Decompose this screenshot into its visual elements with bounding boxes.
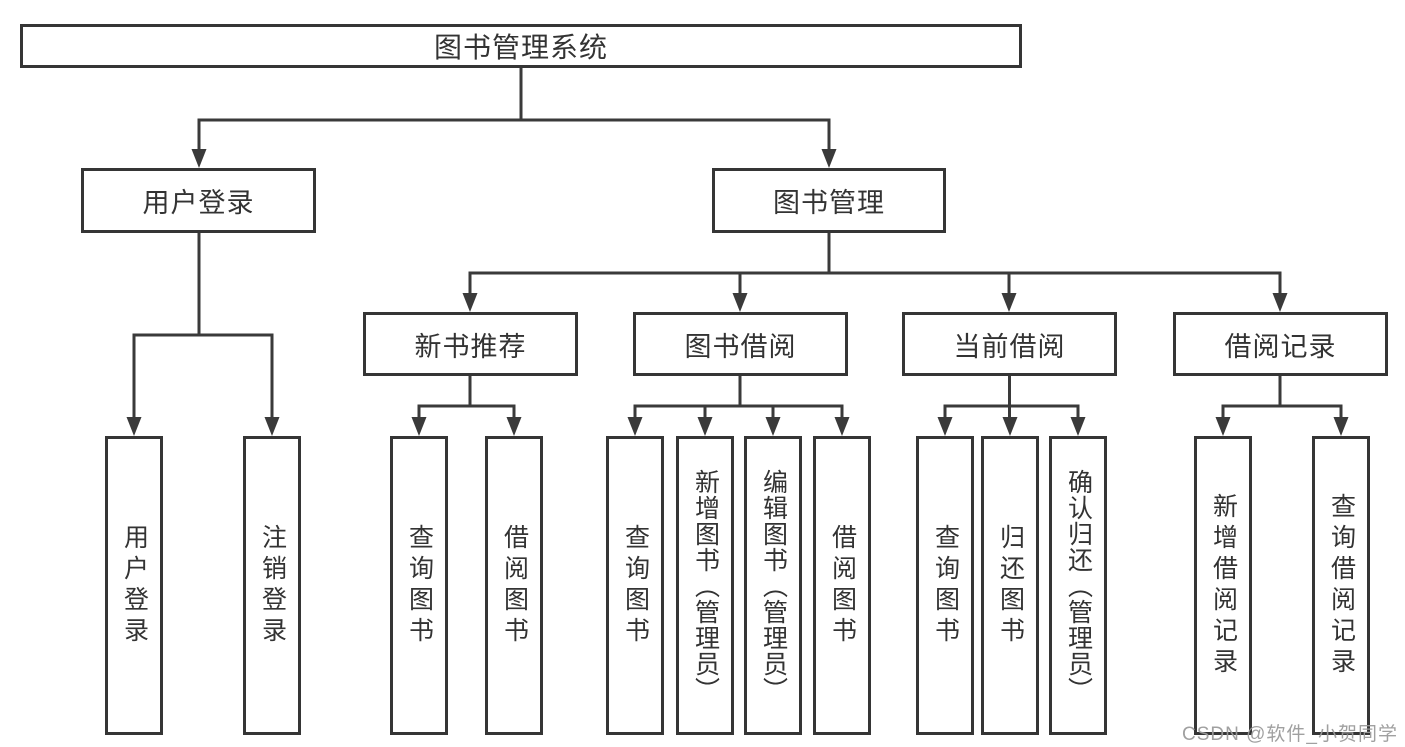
leaf-borrow-books-borrowing: 借阅图书 <box>813 436 871 735</box>
leaf-user-login-label: 用户登录 <box>120 523 149 648</box>
leaf-query-borrow-record: 查询借阅记录 <box>1312 436 1370 735</box>
node-current-borrowing-label: 当前借阅 <box>953 331 1066 362</box>
leaf-query-books-current-label: 查询图书 <box>931 523 960 648</box>
node-borrowing-records-label: 借阅记录 <box>1224 331 1337 362</box>
csdn-watermark: CSDN @软件_小贺同学 <box>1182 724 1398 745</box>
node-book-borrowing: 图书借阅 <box>633 312 848 376</box>
leaf-edit-book-admin: 编辑图书（管理员） <box>744 436 802 735</box>
leaf-query-books-recommend: 查询图书 <box>390 436 448 735</box>
arrowhead-icons <box>126 149 1349 436</box>
node-book-management-label: 图书管理 <box>773 188 885 218</box>
leaf-add-borrow-record: 新增借阅记录 <box>1194 436 1252 735</box>
leaf-query-books-current: 查询图书 <box>916 436 974 735</box>
node-library-system-label: 图书管理系统 <box>433 32 608 63</box>
leaf-query-books-recommend-label: 查询图书 <box>405 523 434 648</box>
node-current-borrowing: 当前借阅 <box>902 312 1117 376</box>
leaf-confirm-return-admin-label: 确认归还（管理员） <box>1064 468 1093 703</box>
node-new-book-recommend: 新书推荐 <box>363 312 578 376</box>
leaf-return-book: 归还图书 <box>981 436 1039 735</box>
leaf-user-login: 用户登录 <box>105 436 163 735</box>
node-new-book-recommend-label: 新书推荐 <box>414 331 527 362</box>
leaf-query-books-borrowing-label: 查询图书 <box>621 523 650 648</box>
leaf-return-book-label: 归还图书 <box>996 523 1025 648</box>
leaf-logout-label: 注销登录 <box>258 523 287 648</box>
leaf-borrow-books-recommend-label: 借阅图书 <box>500 523 529 648</box>
node-user-login-branch: 用户登录 <box>81 168 316 233</box>
node-book-borrowing-label: 图书借阅 <box>684 331 797 362</box>
tree-edges <box>132 68 1343 421</box>
leaf-add-book-admin: 新增图书（管理员） <box>676 436 734 735</box>
leaf-confirm-return-admin: 确认归还（管理员） <box>1049 436 1107 735</box>
leaf-borrow-books-recommend: 借阅图书 <box>485 436 543 735</box>
leaf-edit-book-admin-label: 编辑图书（管理员） <box>759 468 788 703</box>
leaf-add-borrow-record-label: 新增借阅记录 <box>1209 492 1238 679</box>
node-borrowing-records: 借阅记录 <box>1173 312 1388 376</box>
leaf-borrow-books-borrowing-label: 借阅图书 <box>828 523 857 648</box>
leaf-logout: 注销登录 <box>243 436 301 735</box>
node-book-management: 图书管理 <box>712 168 946 233</box>
leaf-query-borrow-record-label: 查询借阅记录 <box>1327 492 1356 679</box>
node-library-system: 图书管理系统 <box>20 24 1022 68</box>
node-user-login-branch-label: 用户登录 <box>142 188 255 218</box>
leaf-add-book-admin-label: 新增图书（管理员） <box>691 468 720 703</box>
leaf-query-books-borrowing: 查询图书 <box>606 436 664 735</box>
